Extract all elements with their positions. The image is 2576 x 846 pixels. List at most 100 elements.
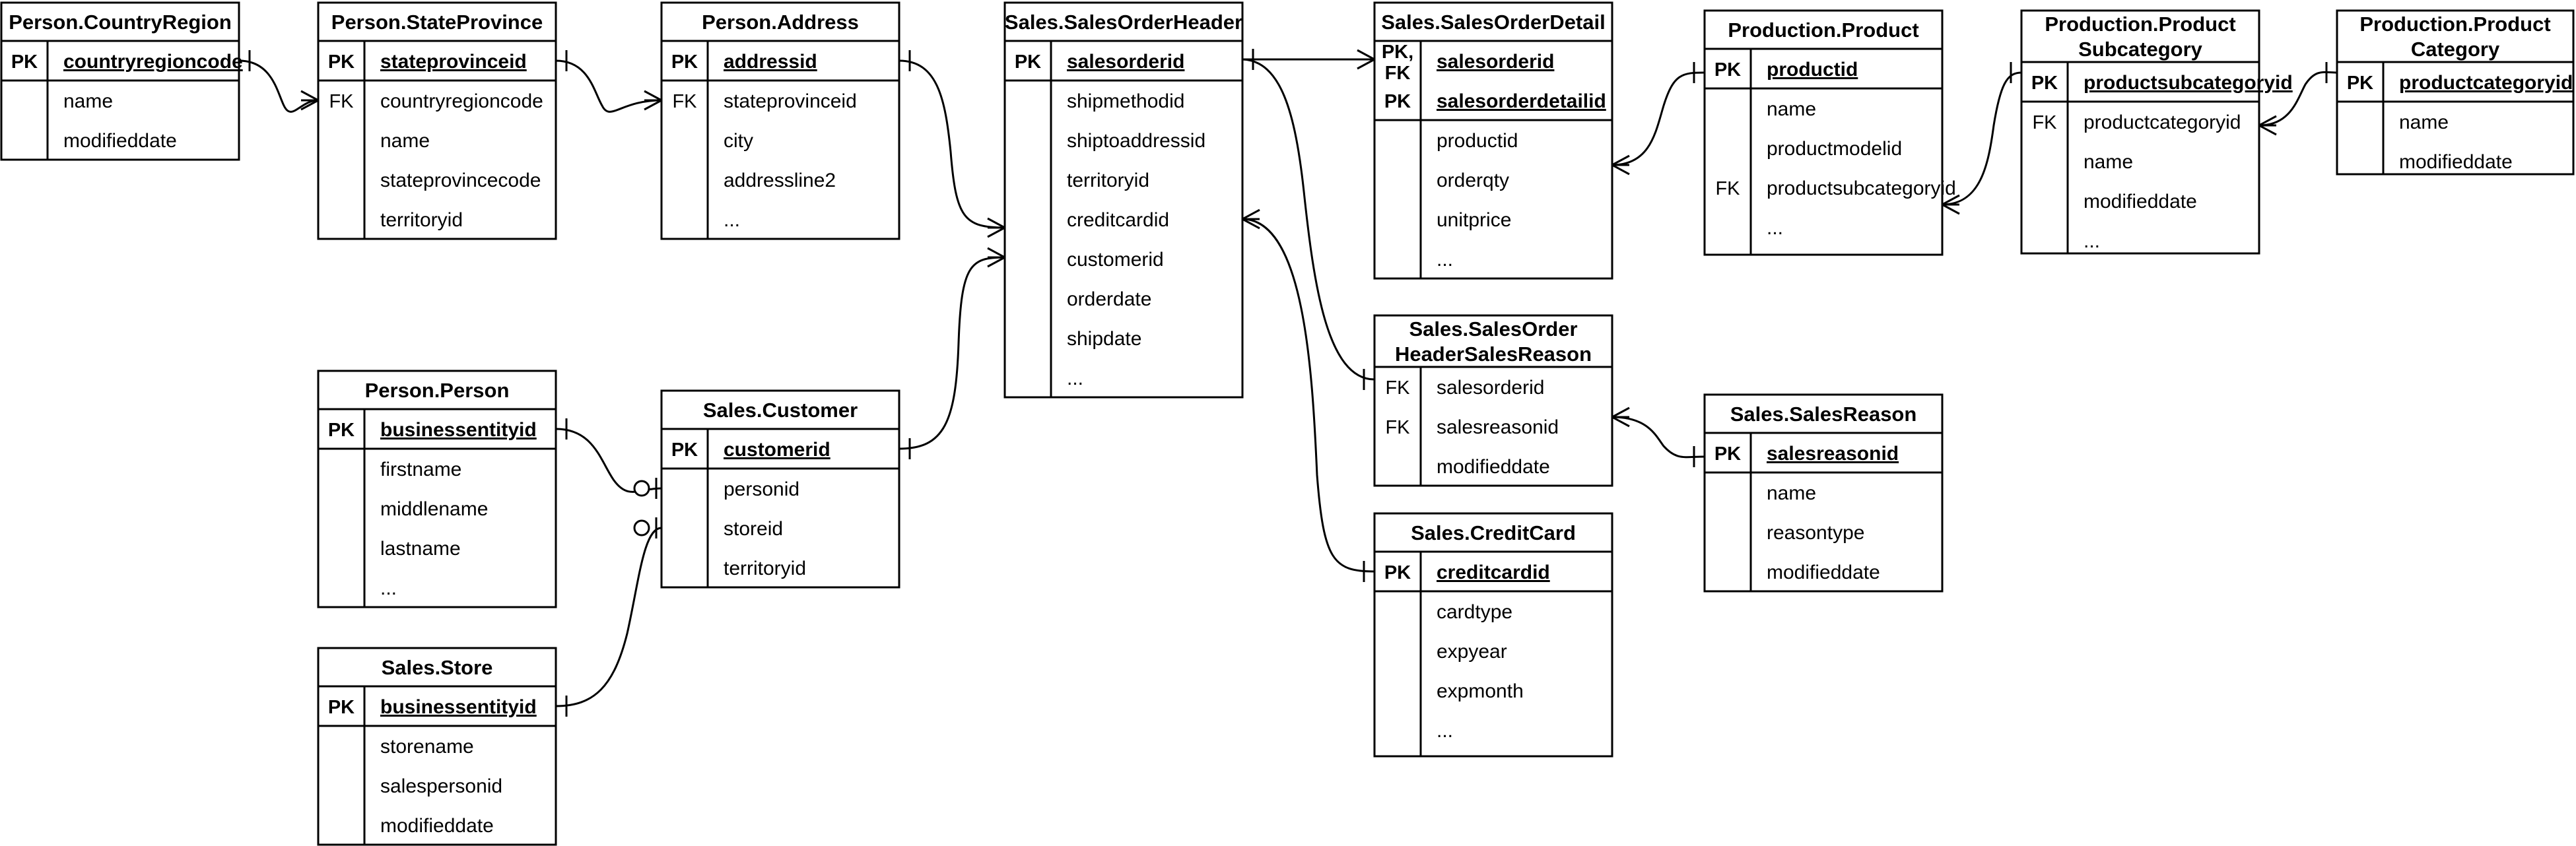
- attribute-row[interactable]: stateprovincecode: [380, 170, 541, 191]
- attribute-row[interactable]: ...: [380, 577, 397, 599]
- attribute-row[interactable]: reasontype: [1767, 522, 1864, 544]
- attribute-row[interactable]: name: [2084, 151, 2133, 173]
- attribute-row[interactable]: modifieddate: [1437, 456, 1550, 478]
- attribute-row[interactable]: creditcardid: [1067, 209, 1169, 231]
- rel-store-customer[interactable]: [555, 517, 662, 717]
- attribute-row[interactable]: modifieddate: [63, 130, 177, 152]
- relationship-line[interactable]: [1942, 71, 2022, 206]
- attribute-row[interactable]: unitprice: [1437, 209, 1511, 231]
- attribute-row[interactable]: ...: [2084, 230, 2100, 252]
- attribute-row[interactable]: territoryid: [724, 558, 806, 579]
- attribute-row[interactable]: orderdate: [1067, 288, 1151, 310]
- rel-stateprovince-address[interactable]: [555, 50, 662, 113]
- rel-productsubcategory-productcategory[interactable]: [2258, 62, 2338, 136]
- rel-salesorderdetail-product[interactable]: [1611, 62, 1705, 176]
- entity-salesorderdetail[interactable]: Sales.SalesOrderDetailPK,FKsalesorderidP…: [1373, 1, 1613, 280]
- relationship-line[interactable]: [555, 59, 662, 113]
- attribute-row[interactable]: ...: [1437, 249, 1453, 271]
- relationship-line[interactable]: [2258, 71, 2338, 127]
- attribute-row[interactable]: addressline2: [724, 170, 836, 191]
- relationship-line[interactable]: [1242, 218, 1375, 573]
- rel-salesorderheader-creditcard[interactable]: [1242, 209, 1375, 582]
- relationship-line[interactable]: [1611, 416, 1705, 459]
- attribute-row[interactable]: modifieddate: [2399, 151, 2513, 173]
- attribute-row[interactable]: modifieddate: [2084, 191, 2197, 212]
- attribute-row[interactable]: modifieddate: [1767, 562, 1880, 583]
- attribute-row[interactable]: personid: [724, 478, 799, 500]
- relationship-line[interactable]: [238, 59, 319, 113]
- attribute-row[interactable]: productmodelid: [1767, 138, 1902, 160]
- rel-countryregion-stateprovince[interactable]: [238, 50, 319, 113]
- attribute-row[interactable]: ...: [1437, 720, 1453, 742]
- attribute-row[interactable]: ...: [724, 209, 740, 231]
- rel-product-productsubcategory[interactable]: [1942, 62, 2022, 215]
- attribute-row[interactable]: storename: [380, 736, 474, 758]
- attribute-row[interactable]: expyear: [1437, 641, 1507, 663]
- relationship-line[interactable]: [898, 59, 1005, 229]
- attribute-row[interactable]: ...: [1767, 217, 1783, 239]
- relationship-line[interactable]: [1242, 58, 1375, 381]
- attribute-row[interactable]: name: [1767, 482, 1816, 504]
- attribute-row[interactable]: name: [63, 90, 113, 112]
- attribute-row[interactable]: ...: [1067, 368, 1083, 389]
- attribute-row[interactable]: middlename: [380, 498, 488, 520]
- attribute-row[interactable]: territoryid: [1067, 170, 1149, 191]
- attribute-row[interactable]: lastname: [380, 538, 461, 560]
- relationship-line[interactable]: [1611, 71, 1705, 166]
- attribute-row[interactable]: customerid: [1067, 249, 1164, 271]
- rel-salesorderheader-sohsalesreason[interactable]: [1242, 49, 1375, 390]
- attribute-row[interactable]: territoryid: [380, 209, 463, 231]
- attribute-row[interactable]: firstname: [380, 459, 461, 480]
- attribute-row[interactable]: city: [724, 130, 753, 152]
- attribute-row[interactable]: storeid: [724, 518, 783, 540]
- relationship-line[interactable]: [898, 256, 1005, 450]
- relationship-line[interactable]: [555, 527, 662, 707]
- attribute-row[interactable]: cardtype: [1437, 601, 1512, 623]
- attribute-row[interactable]: name: [1767, 98, 1816, 120]
- rel-sohsalesreason-salesreason[interactable]: [1611, 407, 1705, 467]
- attribute-row[interactable]: salespersonid: [380, 775, 502, 797]
- attribute-row[interactable]: name: [380, 130, 430, 152]
- attribute-row[interactable]: productid: [1437, 130, 1518, 152]
- rel-person-customer[interactable]: [555, 418, 662, 499]
- attribute-row[interactable]: name: [2399, 112, 2449, 133]
- attribute-row[interactable]: modifieddate: [380, 815, 494, 837]
- attribute-row[interactable]: expmonth: [1437, 680, 1524, 702]
- attribute-row[interactable]: orderqty: [1437, 170, 1509, 191]
- rel-address-salesorderheader[interactable]: [898, 50, 1005, 238]
- attribute-row[interactable]: shipdate: [1067, 328, 1141, 350]
- rel-customer-salesorderheader[interactable]: [898, 247, 1005, 459]
- attribute-row[interactable]: shipmethodid: [1067, 90, 1184, 112]
